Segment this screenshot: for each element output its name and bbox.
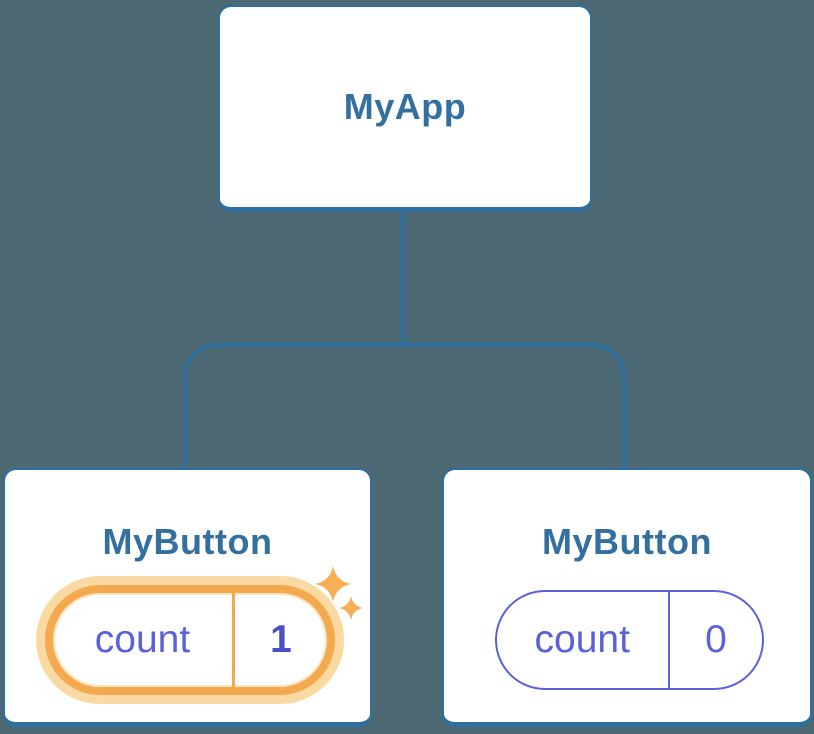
node-label: MyButton [542,521,712,562]
state-value: 1 [270,618,292,661]
connector-root-stem [401,212,405,345]
node-label: MyApp [343,86,467,127]
state-key: count [94,618,191,661]
node-label: MyButton [102,521,273,562]
connector-children-bracket [183,343,626,470]
tree-node-mybutton-2: MyButton count 0 [442,468,812,727]
pill-divider [667,592,670,688]
pill-divider [232,593,235,687]
state-key: count [534,618,630,661]
tree-node-myapp: MyApp [218,5,592,212]
state-pill-highlighted: count 1 [45,585,335,695]
tree-node-mybutton-1: MyButton count 1 [3,468,372,727]
state-pill-plain: count 0 [495,590,764,690]
state-value: 0 [705,618,727,661]
